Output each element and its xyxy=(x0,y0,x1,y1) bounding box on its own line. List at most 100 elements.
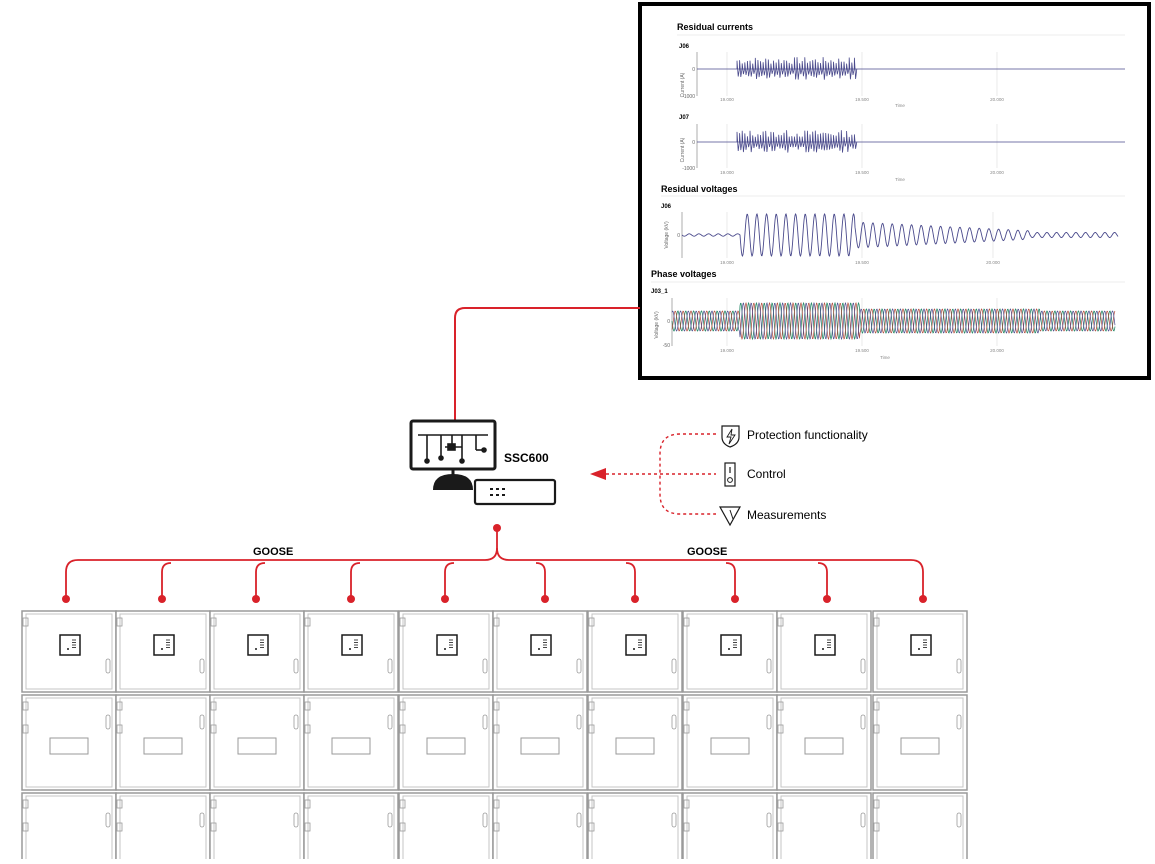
cabinet-door xyxy=(307,613,395,690)
hinge-icon xyxy=(22,724,29,734)
cabinet-compartment xyxy=(398,792,494,864)
goose-node-dot xyxy=(158,595,166,603)
x-tick-label: 20.000 xyxy=(990,170,1004,175)
switchgear-bay xyxy=(776,610,872,864)
hinge-icon xyxy=(210,724,217,734)
x-tick-label: 20.000 xyxy=(990,97,1004,102)
door-handle-icon xyxy=(671,714,677,730)
cabinet-door xyxy=(402,613,490,690)
y-tick-label: -1000 xyxy=(682,94,695,100)
hinge-icon xyxy=(683,799,690,809)
switch-icon xyxy=(724,462,736,487)
x-tick-label: 19.000 xyxy=(720,97,734,102)
hinge-icon xyxy=(493,724,500,734)
cabinet-door xyxy=(307,697,395,788)
cabinet-door xyxy=(591,613,679,690)
plot-name-j06: J06 xyxy=(679,44,690,50)
hinge-icon xyxy=(493,701,500,711)
goose-bus-right xyxy=(496,547,924,573)
cabinet-compartment xyxy=(209,694,305,791)
door-handle-icon xyxy=(766,714,772,730)
breaker-window xyxy=(900,737,940,755)
function-label-protection: Protection functionality xyxy=(747,428,868,442)
cabinet-compartment xyxy=(492,610,588,693)
goose-bus-left xyxy=(65,547,498,573)
x-tick-label: 19.500 xyxy=(855,97,869,102)
door-handle-icon xyxy=(199,714,205,730)
cabinet-compartment xyxy=(682,694,778,791)
cabinet-compartment xyxy=(587,792,683,864)
switchgear-bay xyxy=(587,610,683,864)
x-axis-label: Time xyxy=(895,177,905,182)
ssc600-label: SSC600 xyxy=(504,451,549,465)
hinge-icon xyxy=(304,724,311,734)
cabinet-door xyxy=(25,613,113,690)
cabinet-compartment xyxy=(209,792,305,864)
y-tick-label: 0 xyxy=(692,140,695,146)
breaker-window xyxy=(615,737,655,755)
plot-name-j07: J07 xyxy=(679,115,690,121)
x-tick-label: 19.500 xyxy=(855,348,869,353)
y-tick-label: 0 xyxy=(677,233,680,239)
cabinet-door xyxy=(213,697,301,788)
door-handle-icon xyxy=(956,658,962,674)
residual-current-waveform-j06 xyxy=(736,57,858,80)
y-tick-label: 0 xyxy=(667,319,670,325)
x-tick-label: 19.000 xyxy=(720,260,734,265)
hinge-icon xyxy=(873,701,880,711)
breaker-window xyxy=(143,737,183,755)
hinge-icon xyxy=(304,822,311,832)
goose-drop-line xyxy=(725,562,736,598)
breaker-window xyxy=(426,737,466,755)
x-tick-label: 20.000 xyxy=(986,260,1000,265)
monitor-connection-line xyxy=(454,307,640,420)
hinge-icon xyxy=(399,724,406,734)
hinge-icon xyxy=(116,701,123,711)
cabinet-compartment xyxy=(776,792,872,864)
protection-relay-icon xyxy=(247,634,269,656)
door-handle-icon xyxy=(956,812,962,828)
protection-relay-icon xyxy=(530,634,552,656)
protection-relay-icon xyxy=(814,634,836,656)
switchgear-bay xyxy=(303,610,399,864)
door-handle-icon xyxy=(576,658,582,674)
door-handle-icon xyxy=(482,812,488,828)
hinge-icon xyxy=(399,799,406,809)
hinge-icon xyxy=(588,822,595,832)
goose-node-dot xyxy=(823,595,831,603)
server-unit-icon xyxy=(473,478,557,506)
hinge-icon xyxy=(22,701,29,711)
door-handle-icon xyxy=(293,714,299,730)
door-handle-icon xyxy=(482,714,488,730)
goose-junction-dot xyxy=(493,524,501,532)
hinge-icon xyxy=(399,617,406,627)
door-handle-icon xyxy=(199,812,205,828)
hinge-icon xyxy=(116,724,123,734)
door-handle-icon xyxy=(956,714,962,730)
cabinet-door xyxy=(591,697,679,788)
single-line-diagram-icon xyxy=(418,434,488,464)
cabinet-door xyxy=(496,613,584,690)
hinge-icon xyxy=(588,701,595,711)
goose-node-dot xyxy=(919,595,927,603)
goose-node-dot xyxy=(541,595,549,603)
cabinet-compartment xyxy=(303,792,399,864)
hinge-icon xyxy=(873,617,880,627)
cabinet-compartment xyxy=(587,694,683,791)
door-handle-icon xyxy=(576,714,582,730)
cabinet-compartment xyxy=(776,694,872,791)
door-handle-icon xyxy=(293,658,299,674)
switchgear-bay xyxy=(209,610,305,864)
hinge-icon xyxy=(683,822,690,832)
cabinet-compartment xyxy=(398,694,494,791)
goose-label-right: GOOSE xyxy=(687,546,727,558)
hinge-icon xyxy=(777,701,784,711)
x-tick-label: 19.000 xyxy=(720,348,734,353)
function-label-control: Control xyxy=(747,467,786,481)
cabinet-door xyxy=(119,697,207,788)
phase-voltage-waveform-b xyxy=(671,301,1116,341)
section-title-residual-currents: Residual currents xyxy=(677,22,753,32)
protection-relay-icon xyxy=(910,634,932,656)
cabinet-compartment xyxy=(21,792,117,864)
breaker-window xyxy=(49,737,89,755)
